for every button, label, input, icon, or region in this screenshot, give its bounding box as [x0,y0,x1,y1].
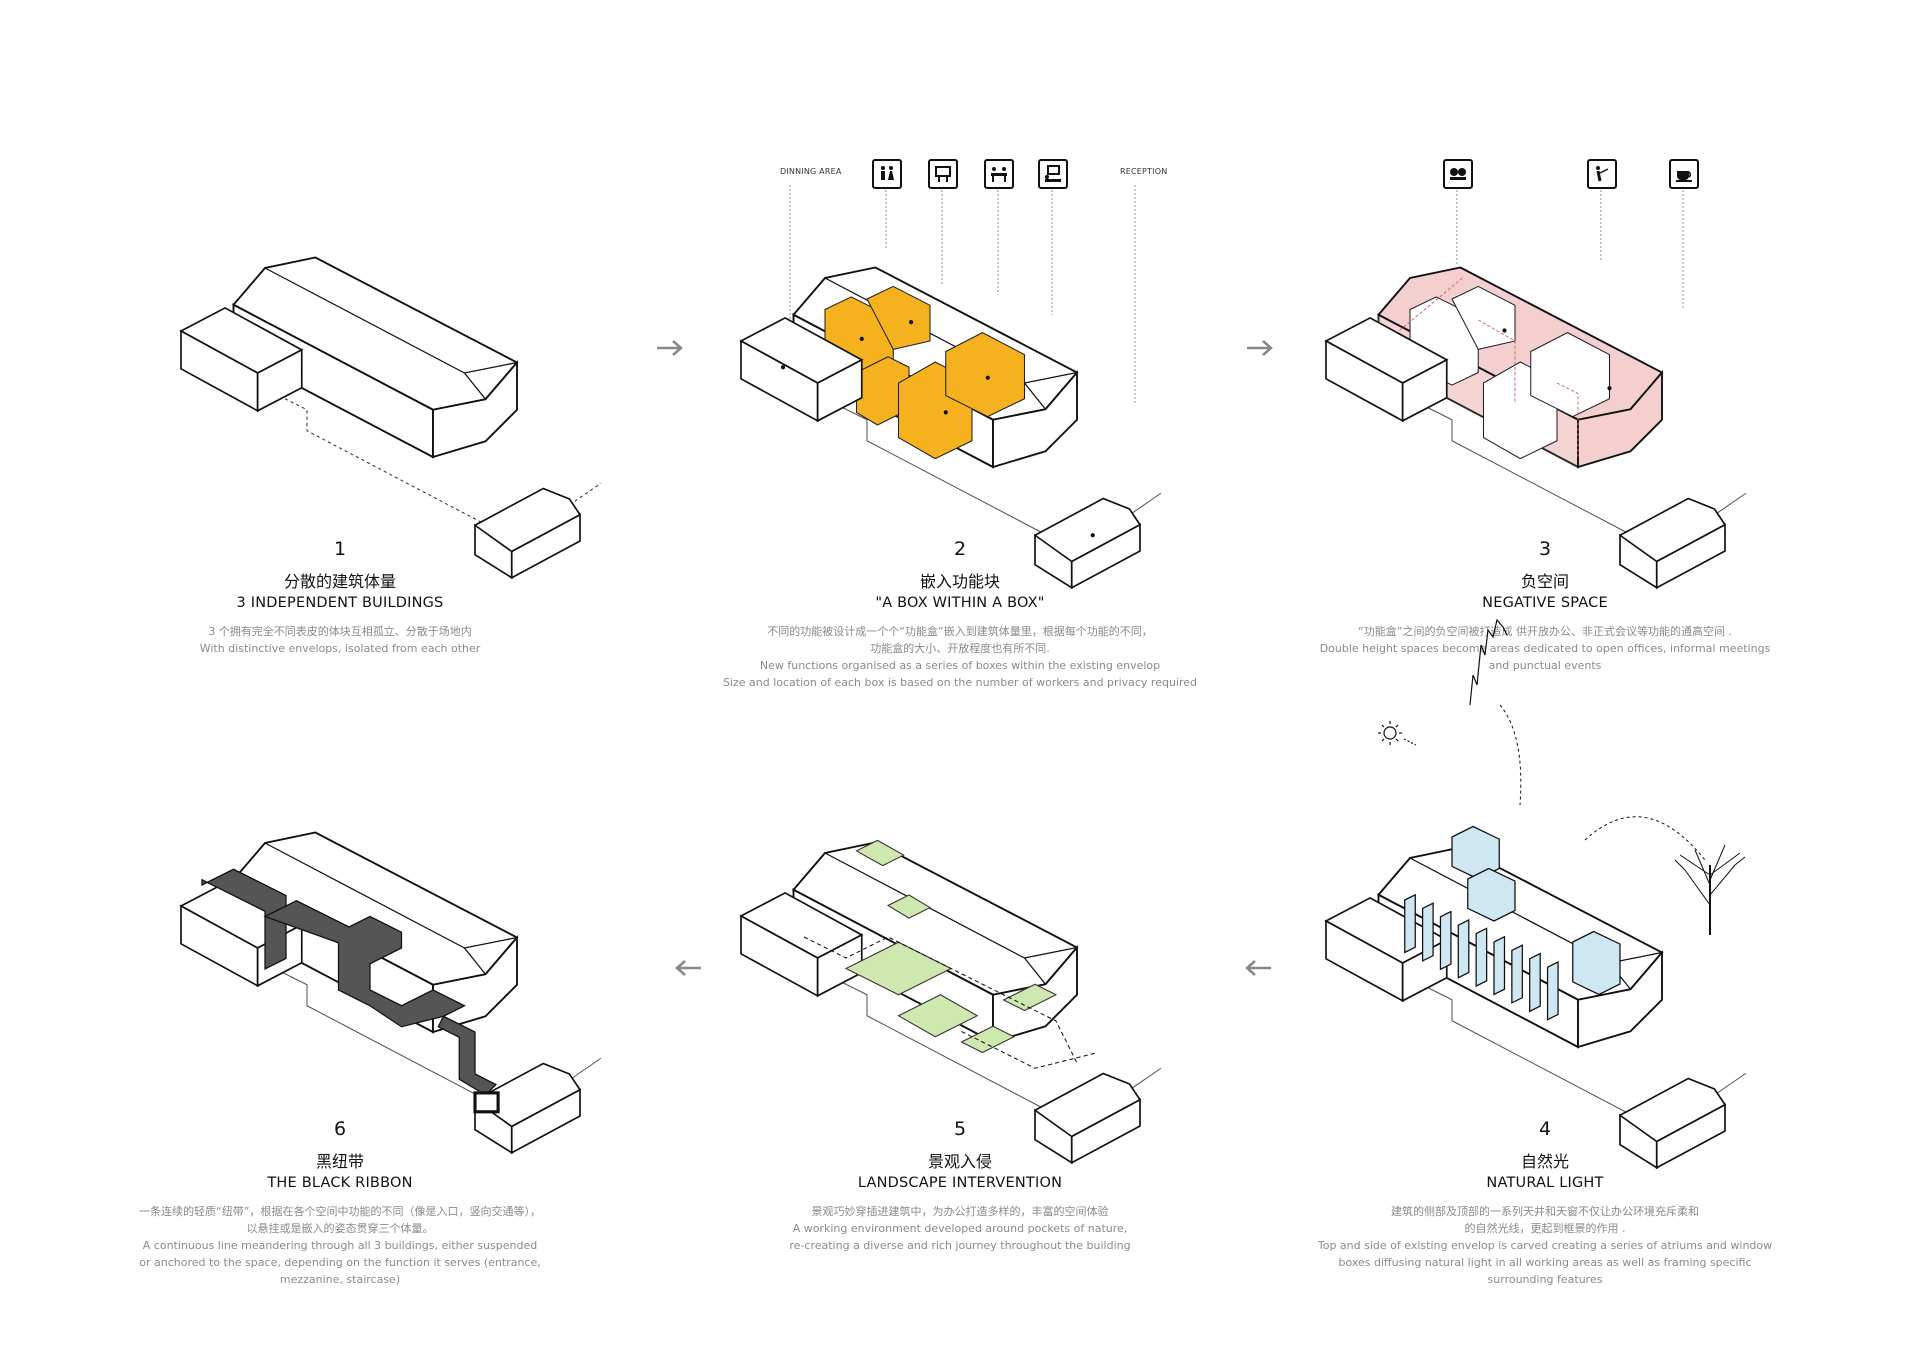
restroom-icon [872,159,902,189]
panel-6: 6 黑纽带 THE BLACK RIBBON 一条连续的轻质“纽带”，根据在各个… [80,745,602,1345]
desc-cn-line: 功能盒的大小、开放程度也有所不同. [870,642,1050,655]
desc-en-line: Double height spaces become areas dedica… [1319,642,1771,655]
desc-en-line: New functions organised as a series of b… [759,659,1161,672]
desc-en-line: and punctual events [1488,659,1602,672]
diagram-negative-space [1325,190,1747,589]
panel-description: 建筑的侧部及顶部的一系列天井和天窗不仅让办公环境充斥柔和 的自然光线，更起到框景… [1285,1203,1805,1288]
diagram-landscape-intervention [740,839,1162,1164]
panel-title-en: "A BOX WITHIN A BOX" [875,595,1045,611]
desc-cn-line: “功能盒”之间的负空间被打造成 供开放办公、非正式会议等功能的通高空间 . [1358,625,1732,638]
panel-number: 5 [953,1118,967,1140]
desc-en-line: surrounding features [1487,1273,1603,1286]
coffee-icon [1669,159,1699,189]
chat-icon [1443,159,1473,189]
arrow-right-icon [1247,340,1273,356]
label-reception: RECEPTION [1120,167,1168,176]
panel-title-en: NATURAL LIGHT [1486,1175,1604,1191]
desc-en-line: Size and location of each box is based o… [722,676,1198,689]
panel-title-cn: 负空间 [1520,572,1569,591]
diagram-natural-light [1325,618,1747,1169]
sun-icon [1378,721,1417,746]
panel-title-en: THE BLACK RIBBON [267,1175,413,1191]
diagram-independent-buildings [180,256,602,579]
desc-cn-line: 一条连续的轻质“纽带”，根据在各个空间中功能的不同（像是入口，竖向交通等）， [139,1205,541,1218]
panel-description: “功能盒”之间的负空间被打造成 供开放办公、非正式会议等功能的通高空间 . Do… [1285,623,1805,674]
panel-5: 5 景观入侵 LANDSCAPE INTERVENTION 景观巧妙穿插进建筑中… [700,745,1220,1345]
desc-en-line: A working environment developed around p… [792,1222,1128,1235]
desc-en-line: With distinctive envelops, isolated from… [199,642,481,655]
panel-4: 4 自然光 NATURAL LIGHT 建筑的侧部及顶部的一系列天井和天窗不仅让… [1285,618,1805,1345]
panel-title-cn: 自然光 [1520,1152,1569,1171]
arrow-right-icon [657,340,683,356]
desc-en-line: Top and side of existing envelop is carv… [1317,1239,1773,1252]
diagram-box-within-box [740,185,1162,589]
panel-2: DINNING AREA RECEPTION [700,159,1220,765]
panel-title-cn: 景观入侵 [927,1152,992,1171]
desc-en-line: boxes diffusing natural light in all wor… [1338,1256,1752,1269]
panel-title-en: 3 INDEPENDENT BUILDINGS [236,595,444,611]
desc-cn-line: 景观巧妙穿插进建筑中，为办公打造多样的，丰富的空间体验 [811,1205,1109,1218]
desc-cn-line: 3 个拥有完全不同表皮的体块互相孤立、分散于场地内 [208,625,472,638]
workstation-icon [1038,159,1068,189]
desc-cn-line: 建筑的侧部及顶部的一系列天井和天窗不仅让办公环境充斥柔和 [1391,1205,1699,1218]
desc-en-line: or anchored to the space, depending on t… [139,1256,541,1269]
panel-title-cn: 黑纽带 [315,1152,364,1171]
tree-icon [1674,844,1746,935]
panel-description: 3 个拥有完全不同表皮的体块互相孤立、分散于场地内 With distincti… [80,623,600,657]
panel-number: 1 [333,538,347,560]
diagram-black-ribbon [180,831,602,1154]
label-dinning-area: DINNING AREA [780,167,842,176]
panel-description: 一条连续的轻质“纽带”，根据在各个空间中功能的不同（像是入口，竖向交通等）， 以… [80,1203,600,1288]
panel-title-en: NEGATIVE SPACE [1482,595,1608,611]
panel-number: 6 [333,1118,347,1140]
desc-en-line: mezzanine, staircase) [279,1273,401,1286]
panel-title-cn: 嵌入功能块 [919,572,1000,591]
presentation-icon [1587,159,1617,189]
desc-cn-line: 的自然光线，更起到框景的作用 . [1464,1222,1626,1235]
panel-description: 不同的功能被设计成一个个“功能盒”嵌入到建筑体量里，根据每个功能的不同， 功能盒… [700,623,1220,691]
dining-icon [984,159,1014,189]
panel-title-en: LANDSCAPE INTERVENTION [857,1175,1063,1191]
desc-en-line: re-creating a diverse and rich journey t… [789,1239,1131,1252]
arrow-left-icon [1245,960,1271,976]
panel-number: 2 [953,538,967,560]
panel-number: 3 [1538,538,1552,560]
panel-1: 1 分散的建筑体量 3 INDEPENDENT BUILDINGS 3 个拥有完… [80,165,602,765]
panel-3: 3 负空间 NEGATIVE SPACE “功能盒”之间的负空间被打造成 供开放… [1285,159,1805,765]
panel-number: 4 [1538,1118,1552,1140]
panel-description: 景观巧妙穿插进建筑中，为办公打造多样的，丰富的空间体验 A working en… [700,1203,1220,1254]
desc-cn-line: 以悬挂或是嵌入的姿态贯穿三个体量。 [246,1222,434,1235]
desc-en-line: A continuous line meandering through all… [142,1239,538,1252]
arrow-left-icon [675,960,701,976]
desc-cn-line: 不同的功能被设计成一个个“功能盒”嵌入到建筑体量里，根据每个功能的不同， [767,625,1153,638]
meeting-table-icon [928,159,958,189]
panel-title-cn: 分散的建筑体量 [283,572,396,591]
